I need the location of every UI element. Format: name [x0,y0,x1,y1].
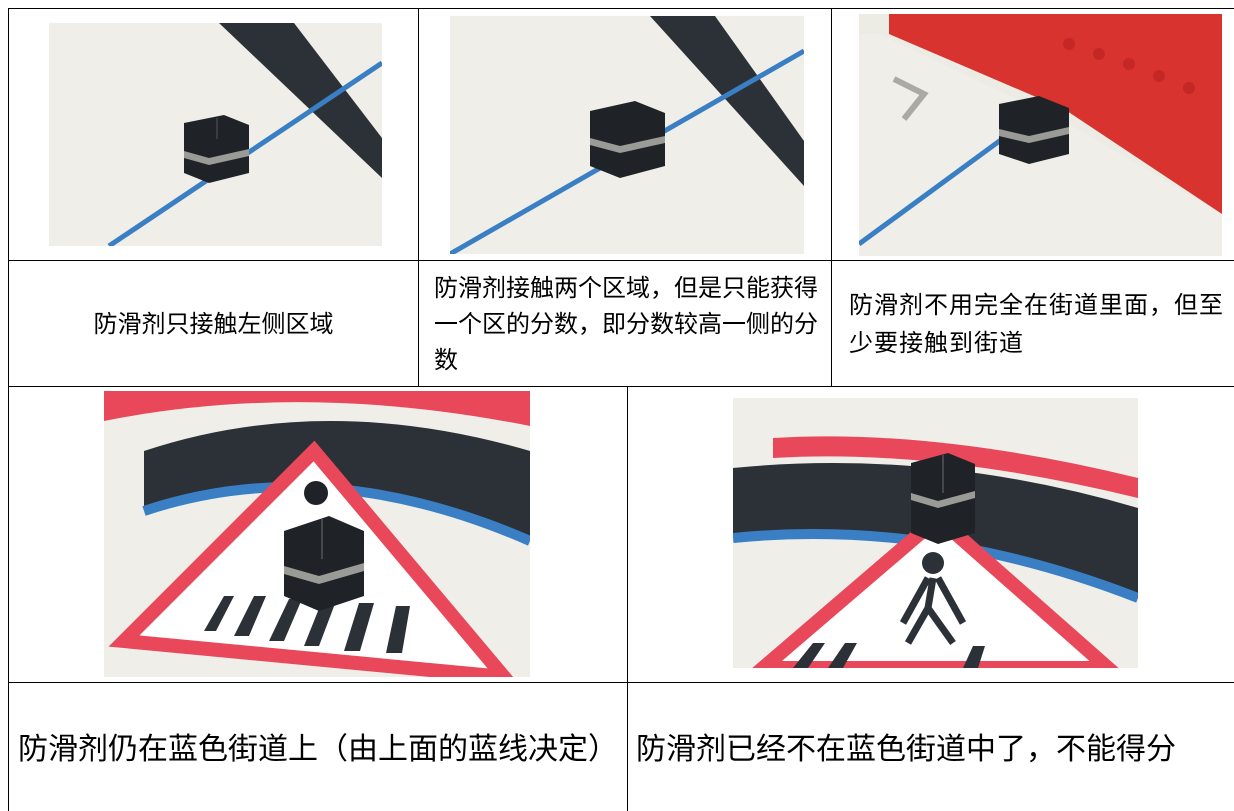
caption-no-score: 防滑剂已经不在蓝色街道中了，不能得分 [636,684,1232,811]
caption-still-on-blue-text: 防滑剂仍在蓝色街道上（由上面的蓝线决定） [18,731,618,767]
caption-no-score-text: 防滑剂已经不在蓝色街道中了，不能得分 [636,731,1176,767]
caption-two-zones-text: 防滑剂接触两个区域，但是只能获得一个区的分数，即分数较高一侧的分数 [434,273,818,374]
caption-still-on-blue: 防滑剂仍在蓝色街道上（由上面的蓝线决定） [18,684,624,811]
photo-cube-off-blue-street [733,398,1138,668]
caption-touch-street-text: 防滑剂不用完全在街道里面，但至少要接触到街道 [849,290,1224,357]
caption-touch-street: 防滑剂不用完全在街道里面，但至少要接触到街道 [832,261,1234,386]
table-col-divider-a [418,8,419,387]
table-divider-1 [8,260,1234,261]
table-border-left [8,8,9,811]
caption-left-zone-text: 防滑剂只接触左侧区域 [93,309,334,338]
table-col-divider-c [627,386,628,811]
photo-cube-at-wall [859,14,1222,256]
caption-two-zones: 防滑剂接触两个区域，但是只能获得一个区的分数，即分数较高一侧的分数 [419,261,831,386]
table-col-divider-b [831,8,832,387]
caption-left-zone: 防滑剂只接触左侧区域 [9,261,418,386]
photo-cube-left-zone [49,23,382,246]
photo-cube-on-crosswalk-sign [104,391,530,677]
table-border-top [8,8,1234,9]
table-divider-3 [8,682,1234,683]
table-divider-2 [8,386,1234,387]
photo-cube-two-zones [450,16,804,254]
